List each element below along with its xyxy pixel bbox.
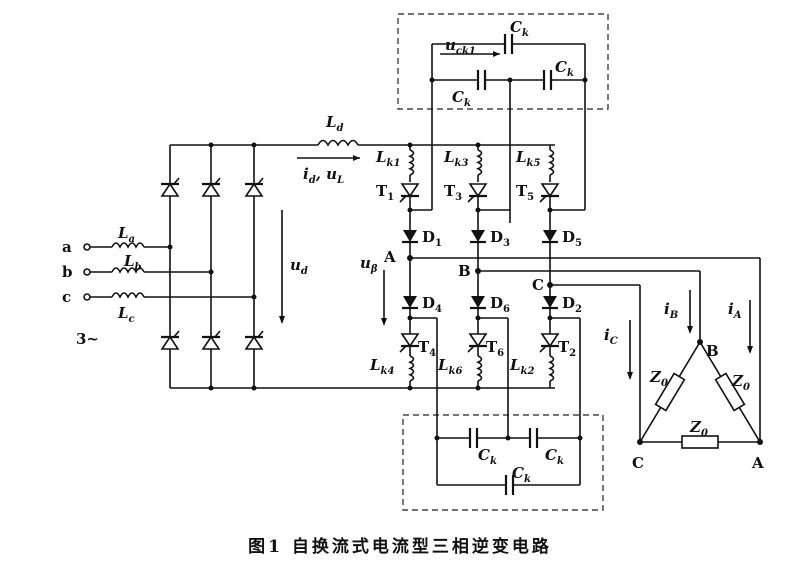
inductor-Lk2-label: Lk2	[509, 356, 534, 377]
ubeta-label: uβ	[360, 254, 378, 275]
thyristor-T5-label: T5	[516, 182, 534, 203]
terminal-c-label: c	[62, 288, 71, 306]
diode-D4	[402, 296, 418, 310]
terminal-a-label: a	[62, 238, 72, 256]
delta-load	[627, 258, 763, 449]
inductor-Lb-label: Lb	[123, 252, 142, 273]
inverter-leg-550	[539, 145, 560, 388]
capacitor-bottom-right-label: Ck	[545, 446, 564, 467]
capacitor-bottom-left-label: Ck	[478, 446, 497, 467]
upper-capacitor-box	[397, 13, 609, 110]
inverter-legs	[399, 145, 560, 388]
capacitor-mid-left-label: Ck	[452, 88, 471, 109]
inductor-Lk4-label: Lk4	[369, 356, 394, 377]
iB-label: iB	[664, 300, 678, 321]
thyristor-T2-label: T2	[558, 338, 576, 359]
rectifier-thyristor-2	[201, 177, 221, 197]
capacitor-top-label: Ck	[510, 18, 529, 39]
load-node-A-label: A	[751, 454, 764, 472]
inductor-Lk6-label: Lk6	[437, 356, 462, 377]
terminal-b-label: b	[62, 263, 73, 281]
impedance-left-label: Z0	[649, 368, 668, 389]
id-arrow-head	[353, 155, 360, 161]
diode-D4-label: D4	[422, 294, 442, 315]
load-node-C-label: C	[632, 454, 644, 472]
inductor-Lc-label: Lc	[117, 304, 135, 325]
node-C-label: C	[532, 276, 544, 294]
capacitor-bottom-long-label: Ck	[512, 464, 531, 485]
rectifier-thyristors	[160, 177, 264, 350]
ubeta-arrow-head	[381, 318, 387, 326]
impedance-bottom-label: Z0	[689, 418, 708, 439]
node-A-label: A	[383, 248, 396, 266]
ud-arrow-head	[279, 316, 285, 324]
lower-capacitor-network	[407, 315, 583, 495]
id-uL-label: id, uL	[303, 165, 344, 186]
diode-D5	[542, 230, 558, 244]
thyristor-T3-label: T3	[444, 182, 462, 203]
figure-caption: 图1 自换流式电流型三相逆变电路	[248, 537, 552, 557]
diode-D5-label: D5	[562, 228, 582, 249]
diode-D3-label: D3	[490, 228, 510, 249]
inverter-leg-410	[399, 145, 420, 388]
diode-D2-label: D2	[562, 294, 582, 315]
thyristor-T4-label: T4	[418, 338, 436, 359]
diode-D6-label: D6	[490, 294, 510, 315]
capacitor-mid-right-label: Ck	[555, 58, 574, 79]
ud-label: ud	[290, 256, 308, 277]
input-terminals	[83, 242, 254, 301]
phase-node-wires	[407, 255, 760, 288]
diode-D3	[470, 230, 486, 244]
inductor-La-label: La	[117, 224, 135, 245]
diode-D1	[402, 230, 418, 244]
inductor-Lk1-label: Lk1	[375, 148, 400, 169]
inductor-Lk3-label: Lk3	[443, 148, 468, 169]
iA-label: iA	[728, 300, 742, 321]
inductor-Ld-label: Ld	[325, 113, 344, 134]
uck1-label: uck1	[445, 36, 476, 57]
circuit-svg: a b c 3~ La Lb Lc Ld id, uL ud	[62, 13, 764, 511]
diode-D6	[470, 296, 486, 310]
diode-D2	[542, 296, 558, 310]
lower-capacitor-box	[402, 414, 604, 511]
node-B-label: B	[458, 262, 471, 280]
rectifier-thyristor-4	[160, 330, 180, 350]
impedance-right-label: Z0	[731, 372, 750, 393]
thyristor-T4	[399, 333, 420, 353]
rectifier-thyristor-6	[244, 330, 264, 350]
rectifier-thyristor-5	[201, 330, 221, 350]
inverter-leg-478	[467, 145, 488, 388]
inverter-rails	[388, 142, 555, 391]
load-node-B-label: B	[706, 342, 719, 360]
dc-link-inductor	[317, 138, 359, 148]
iC-label: iC	[604, 326, 618, 347]
three-phase-source-label: 3~	[76, 330, 99, 348]
inductor-Lk5-label: Lk5	[515, 148, 540, 169]
thyristor-T5	[539, 183, 560, 203]
thyristor-T1-label: T1	[376, 182, 394, 203]
thyristor-T6-label: T6	[486, 338, 504, 359]
rectifier-thyristor-1	[160, 177, 180, 197]
upper-capacitor-network	[407, 34, 588, 223]
rectifier-thyristor-3	[244, 177, 264, 197]
diode-D1-label: D1	[422, 228, 442, 249]
